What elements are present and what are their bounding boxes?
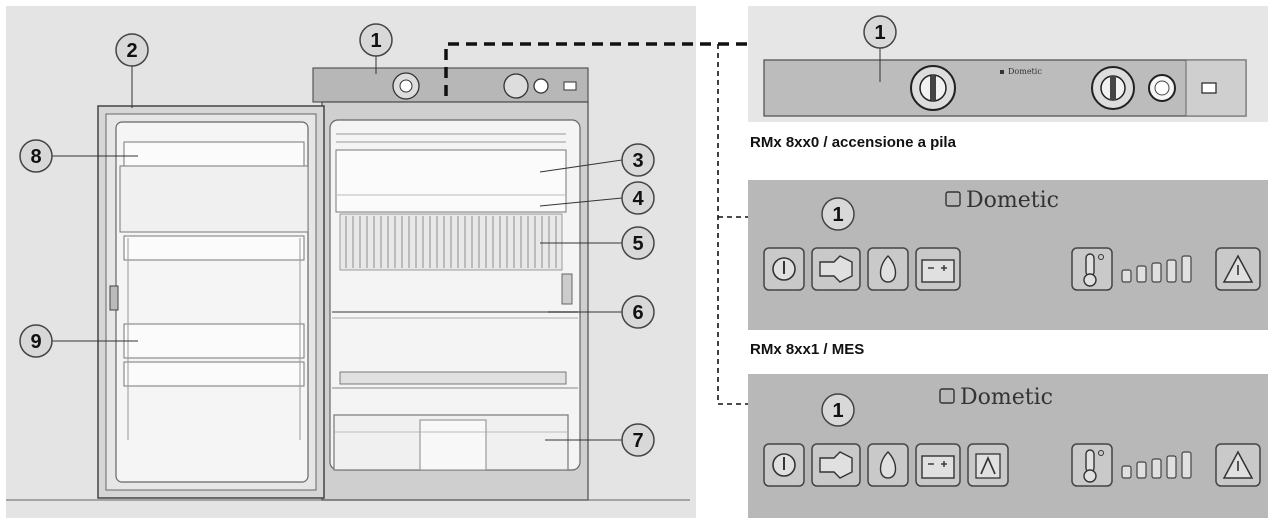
- dometic-logo-icon: [939, 388, 955, 404]
- callout-2: 2: [115, 33, 149, 67]
- panel-rmx-8xx0: Dometic 1 RMx 8xx0 / accensione a pila: [748, 6, 1268, 151]
- panel-2-brand: Dometic: [966, 188, 1059, 213]
- mains-plug-icon: [811, 443, 861, 487]
- panel-3-brand: Dometic: [960, 385, 1053, 410]
- power-button-icon: [763, 443, 805, 487]
- panel-3-callout: 1: [821, 393, 855, 427]
- battery-icon: [915, 247, 961, 291]
- panel-1-callout: 1: [863, 15, 897, 49]
- shelf-lower: [339, 371, 567, 385]
- panel-1-brand: Dometic: [1008, 67, 1042, 76]
- callout-9: 9: [19, 324, 53, 358]
- refrigerator: [312, 67, 589, 501]
- thermometer-icon: [1071, 443, 1113, 487]
- callout-1-label: 1: [370, 30, 381, 52]
- callout-4: 4: [621, 181, 655, 215]
- door-handle: [109, 285, 119, 311]
- battery-light-icon: [1201, 82, 1217, 94]
- panel-1-caption: RMx 8xx0 / accensione a pila: [750, 134, 957, 151]
- indicator-light: [563, 81, 577, 91]
- auto-mode-icon: [967, 443, 1009, 487]
- callout-4-label: 4: [632, 188, 644, 210]
- callout-6: 6: [621, 295, 655, 329]
- temperature-level-bars-icon: [1121, 255, 1192, 283]
- warning-icon: [1215, 443, 1261, 487]
- panel-2-caption: RMx 8xx1 / MES: [750, 341, 864, 358]
- callout-5-label: 5: [632, 233, 643, 255]
- callout-2-label: 2: [126, 40, 137, 62]
- callout-3-label: 3: [632, 150, 643, 172]
- leader-lines: [52, 56, 623, 441]
- battery-icon: [915, 443, 961, 487]
- callout-5: 5: [621, 226, 655, 260]
- panel-2-callout: 1: [821, 197, 855, 231]
- warning-icon: [1215, 247, 1261, 291]
- thermometer-icon: [1071, 247, 1113, 291]
- callout-3: 3: [621, 143, 655, 177]
- callout-1: 1: [359, 23, 393, 57]
- panel-rmx-3: Dometic 1: [748, 374, 1268, 518]
- door-shelf-top: [123, 141, 305, 167]
- callout-8-label: 8: [30, 146, 41, 168]
- dometic-logo-icon: [945, 191, 961, 207]
- mains-plug-icon: [811, 247, 861, 291]
- svg-text:1: 1: [832, 204, 843, 226]
- gas-flame-icon: [867, 443, 909, 487]
- energy-selector-knob: [503, 73, 529, 99]
- callout-8: 8: [19, 139, 53, 173]
- freezer-compartment: [335, 149, 567, 213]
- door-shelf-middle: [123, 323, 305, 359]
- callout-6-label: 6: [632, 302, 643, 324]
- temperature-level-bars-icon: [1121, 451, 1192, 479]
- svg-text:1: 1: [874, 22, 885, 44]
- ignition-button: [533, 78, 549, 94]
- panel-rmx-8xx1: Dometic 1: [748, 180, 1268, 358]
- power-button-icon: [763, 247, 805, 291]
- fridge-door: [97, 105, 325, 499]
- callout-7: 7: [621, 423, 655, 457]
- svg-text:1: 1: [832, 400, 843, 422]
- callout-9-label: 9: [30, 331, 41, 353]
- callout-7-label: 7: [632, 430, 643, 452]
- gas-flame-icon: [867, 247, 909, 291]
